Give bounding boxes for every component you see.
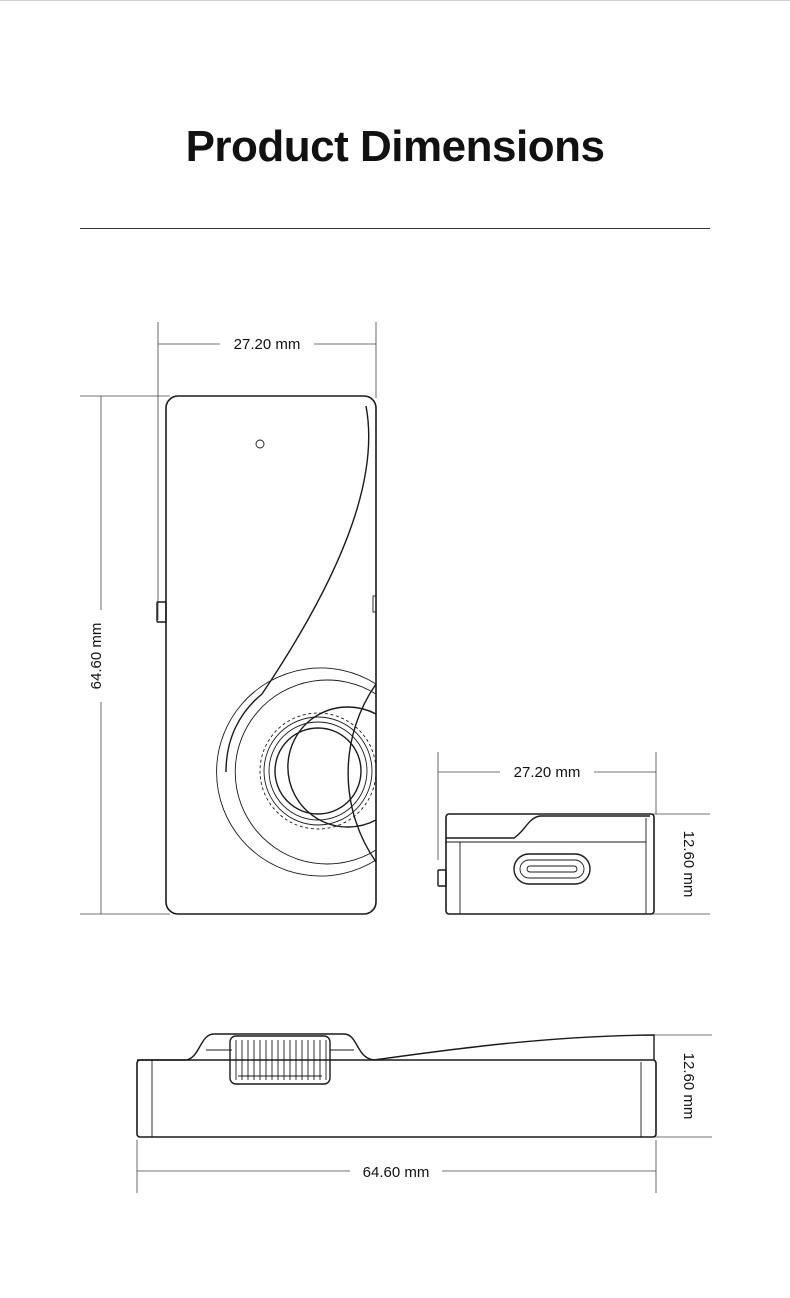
side-body-outline (136, 1059, 657, 1138)
side-length-label: 64.60 mm (363, 1164, 430, 1181)
top-rule (0, 0, 790, 1)
knob-gear (259, 712, 377, 830)
end-body-outline (445, 813, 655, 915)
usb-c-port-icon (513, 853, 591, 885)
page-title: Product Dimensions (185, 122, 605, 171)
indicator-led (255, 439, 265, 449)
front-body-outline (165, 395, 377, 915)
end-height-label: 12.60 mm (680, 831, 697, 898)
end-view: 27.20 mm 12.60 mm (437, 752, 710, 915)
side-button (156, 601, 167, 623)
front-height-label: 64.60 mm (88, 623, 105, 690)
side-view: 12.60 mm 64.60 mm (136, 1033, 712, 1193)
title-divider (80, 228, 710, 229)
front-view: 27.20 mm 64.60 mm (80, 322, 377, 915)
front-width-label: 27.20 mm (234, 336, 301, 353)
end-width-label: 27.20 mm (514, 764, 581, 781)
dial-ridges (229, 1035, 331, 1085)
side-height-label: 12.60 mm (680, 1053, 697, 1120)
